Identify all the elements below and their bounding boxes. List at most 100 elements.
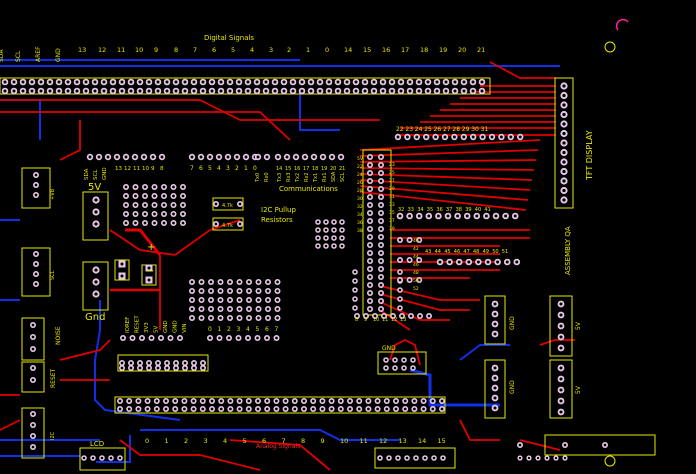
cap-pad	[145, 264, 153, 272]
top-header-number: 14	[344, 46, 352, 54]
terminal-5v-pad	[92, 220, 100, 228]
center-column-pad	[367, 306, 373, 312]
silkscreen-outlines	[0, 41, 656, 471]
center-column-pad	[378, 162, 384, 168]
power-header-label: 3V3	[144, 322, 150, 333]
mid-header-label: 11	[133, 166, 140, 172]
tft-connector-pad	[560, 177, 568, 185]
mid-header-comm-number: 15	[285, 166, 291, 172]
bottom-right-pad	[377, 455, 383, 461]
top-header-pad	[64, 87, 72, 95]
top-header-number: 18	[420, 46, 428, 54]
bottom-analog-number: 14	[418, 437, 426, 445]
center-column-pad	[367, 274, 373, 280]
tft-row-pad	[507, 133, 514, 141]
bottom-header-pad	[319, 406, 326, 412]
right-row-pad	[511, 212, 519, 220]
top-header-pad	[73, 87, 81, 95]
noise-label: NOISE	[55, 326, 62, 345]
tft-pin-number: 27	[443, 126, 451, 133]
right-connector-pad	[491, 310, 499, 318]
bottom-header-pad	[383, 406, 390, 412]
right-row-pad	[435, 212, 442, 220]
top-header-number: 1	[306, 46, 310, 54]
proto-pad	[217, 306, 224, 312]
top-header-pad	[10, 87, 18, 95]
mid-header-comm-number: 19	[321, 166, 327, 172]
center-bottom-label: 11	[382, 317, 388, 323]
center-bottom-pad	[372, 313, 378, 319]
proto-pad	[151, 220, 158, 226]
proto-pad	[161, 184, 167, 190]
analog-header-pad	[216, 335, 223, 341]
proto-pad	[255, 297, 262, 303]
top-header-pad	[208, 78, 216, 86]
proto-pad	[132, 193, 139, 199]
bottom-header-pad	[374, 406, 381, 412]
center-column-pad	[378, 242, 384, 248]
proto-pad	[132, 202, 139, 208]
mid-header-pad	[233, 153, 241, 161]
tft-pin-number: 30	[471, 126, 479, 133]
silkscreen-text: Digital Signals Communications I2C Pullu…	[50, 34, 594, 450]
proto-pad	[189, 288, 195, 294]
center-column-label: 35	[389, 210, 395, 216]
center-column-pad	[367, 154, 373, 160]
proto-pad	[274, 279, 281, 285]
tft-row-pad	[413, 133, 420, 141]
bottom-header-pad	[135, 398, 142, 404]
mid-header-label: 13	[115, 166, 122, 172]
icsp-pad	[155, 365, 161, 371]
tft-row-pad	[460, 133, 467, 141]
mid-header-comm-number: 17	[303, 166, 309, 172]
tft-row-pad	[451, 133, 458, 141]
center-mid-label: 48	[413, 270, 419, 276]
top-header-pad	[352, 87, 360, 95]
top-header-number: 20	[458, 46, 466, 54]
bottom-header-pad	[273, 406, 280, 412]
icsp-pad	[155, 360, 161, 366]
proto-pad	[170, 193, 177, 199]
right-row-number: 48	[473, 249, 479, 255]
bottom-header-pad	[181, 406, 188, 412]
top-header-pad	[433, 87, 441, 95]
top-header-number: 15	[363, 46, 371, 54]
right-connector-label: GND	[509, 316, 516, 330]
bottom-header-pad	[181, 398, 188, 404]
bottom-header-pad	[144, 398, 151, 404]
top-header-number: 10	[135, 46, 143, 54]
right-connector-pad	[557, 364, 565, 372]
bottom-header-pad	[291, 406, 298, 412]
top-header-pad	[388, 78, 396, 86]
proto-pad	[255, 306, 262, 312]
left-connector-pad	[30, 411, 36, 417]
mid-header-pad	[95, 153, 103, 161]
proto-pad	[274, 315, 281, 321]
mid-header-comm-number: 20	[330, 166, 336, 172]
icsp-pad	[146, 365, 152, 371]
center-bottom-pad	[417, 313, 423, 319]
mid-header-digital-label: 7	[190, 165, 194, 172]
analog-header-label: 2	[227, 326, 231, 333]
center-column-pad	[367, 226, 373, 232]
top-header-pad	[469, 78, 477, 86]
right-row-number: 32	[398, 207, 404, 213]
mid-header-pad	[292, 153, 300, 161]
tft-connector-pad	[560, 91, 568, 100]
top-header-pad	[271, 78, 279, 86]
proto-pad	[151, 184, 158, 190]
vertical-pad	[352, 278, 358, 284]
bottom-header-pad	[411, 398, 418, 404]
left-connector-label: +VB	[50, 188, 56, 200]
bottom-header-pad	[282, 406, 289, 412]
power-header-pad	[177, 335, 183, 341]
top-header-pad	[262, 78, 270, 86]
proto-pad	[331, 235, 337, 241]
top-header-pad	[1, 87, 9, 95]
mid-header-label: 10	[142, 166, 149, 172]
top-header-pad	[73, 78, 81, 86]
top-header-pad	[217, 87, 225, 95]
analog-signals-label: Analog Signals	[256, 443, 300, 450]
